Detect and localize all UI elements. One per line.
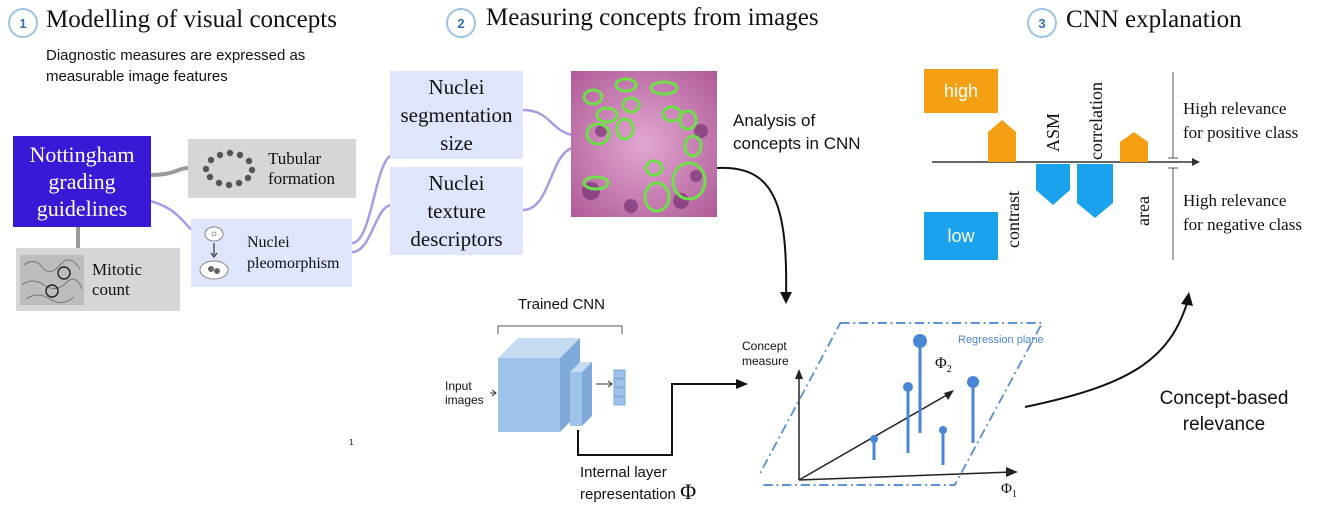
mitotic-icon	[20, 254, 84, 305]
texture-line-2: texture	[427, 199, 486, 223]
positive-relevance-label: High relevance for positive class	[1183, 97, 1298, 145]
nuclei-pleomorphism-box: Nuclei pleomorphism	[191, 219, 352, 287]
texture-line-3: descriptors	[410, 227, 503, 251]
section-1-subtitle: Diagnostic measures are expressed as mea…	[46, 45, 305, 87]
seg-size-line-3: size	[440, 131, 473, 155]
point-4	[939, 426, 947, 434]
negative-line-2: for negative class	[1183, 215, 1302, 234]
negative-relevance-label: High relevance for negative class	[1183, 189, 1302, 237]
feature-correlation-label: correlation	[1086, 82, 1106, 160]
internal-layer-label: Internal layer representation Φ	[580, 463, 696, 504]
trained-cnn-diagram	[490, 325, 626, 432]
internal-line-1: Internal layer	[580, 464, 667, 481]
nottingham-line-3: guidelines	[36, 196, 128, 221]
tubular-line-2: formation	[268, 168, 336, 188]
arrow-relevance-to-explanation	[1024, 299, 1189, 408]
nuclei-seg-size-box: Nuclei segmentation size	[390, 71, 523, 159]
mitotic-line-2: count	[92, 279, 130, 299]
point-3	[967, 376, 979, 388]
stray-mark: 1	[349, 438, 354, 447]
mitotic-count-box: Mitotic count	[16, 248, 180, 311]
bar-correlation	[1077, 164, 1113, 218]
step-1-badge: 1	[8, 8, 38, 38]
point-5	[870, 435, 878, 443]
pleomorphism-icon	[199, 226, 229, 280]
nottingham-line-1: Nottingham	[29, 142, 135, 167]
section-3-title: CNN explanation	[1066, 6, 1242, 33]
concept-measure-line-1: Concept	[742, 339, 787, 353]
positive-line-1: High relevance	[1183, 99, 1287, 118]
arrow-analysis-to-regression	[716, 166, 788, 301]
subtitle-line-2: measurable image features	[46, 68, 228, 85]
bar-contrast	[988, 120, 1016, 162]
high-legend: high	[924, 69, 998, 113]
input-images-label: Input images	[445, 379, 484, 407]
analysis-line-2: concepts in CNN	[733, 134, 861, 153]
analysis-concepts-label: Analysis of concepts in CNN	[733, 109, 861, 155]
feature-area-label: area	[1133, 196, 1153, 226]
regression-plot	[760, 322, 1044, 486]
nottingham-line-2: grading	[48, 169, 116, 194]
texture-line-1: Nuclei	[428, 171, 485, 195]
seg-size-line-1: Nuclei	[428, 75, 485, 99]
phi1-label: Φ1	[1001, 481, 1017, 500]
section-2-title: Measuring concepts from images	[486, 4, 819, 31]
pleomorphism-line-1: Nuclei	[247, 234, 290, 251]
arrow-cnn-to-regression	[577, 383, 742, 456]
subtitle-line-1: Diagnostic measures are expressed as	[46, 47, 306, 64]
regression-plane-label: Regression plane	[958, 334, 1044, 346]
feature-contrast-label: contrast	[1003, 191, 1023, 248]
phi2-label: Φ2	[935, 355, 952, 376]
bar-asm	[1036, 164, 1070, 205]
concept-measure-line-2: measure	[742, 354, 789, 368]
mitotic-line-1: Mitotic	[92, 259, 143, 279]
point-1	[913, 334, 927, 348]
pleomorphism-line-2: pleomorphism	[247, 255, 340, 272]
step-2-badge: 2	[446, 8, 476, 38]
nuclei-texture-box: Nuclei texture descriptors	[390, 167, 523, 255]
input-line-2: images	[445, 393, 484, 407]
low-legend: low	[924, 212, 998, 260]
tissue-image	[571, 71, 717, 217]
relevance-line-1: Concept-based	[1159, 388, 1289, 409]
regression-plane	[760, 322, 1044, 486]
analysis-line-1: Analysis of	[733, 111, 816, 130]
step-3-badge: 3	[1027, 8, 1057, 38]
relevance-line-2: relevance	[1182, 414, 1266, 435]
section-1-connectors	[76, 153, 393, 254]
point-2	[903, 382, 913, 392]
negative-line-1: High relevance	[1183, 191, 1287, 210]
internal-line-2: representation Φ	[580, 479, 697, 504]
section-1-title: Modelling of visual concepts	[46, 6, 337, 33]
cnn-explanation-chart	[932, 72, 1200, 260]
trained-cnn-label: Trained CNN	[518, 296, 605, 313]
feature-asm-label: ASM	[1043, 112, 1063, 152]
tubular-line-1: Tubular	[268, 148, 322, 168]
phi-symbol: Φ	[680, 479, 697, 504]
bar-area	[1120, 132, 1148, 162]
input-line-1: Input	[445, 379, 472, 393]
section-2-connectors	[522, 108, 573, 212]
tubular-icon	[202, 149, 256, 188]
tubular-formation-box: Tubular formation	[188, 139, 356, 198]
positive-line-2: for positive class	[1183, 123, 1299, 142]
concept-relevance-label: Concept-based relevance	[1154, 386, 1294, 438]
nottingham-guidelines-box: Nottingham grading guidelines	[13, 136, 151, 227]
seg-size-line-2: segmentation	[400, 103, 513, 127]
concept-measure-label: Concept measure	[742, 339, 789, 369]
